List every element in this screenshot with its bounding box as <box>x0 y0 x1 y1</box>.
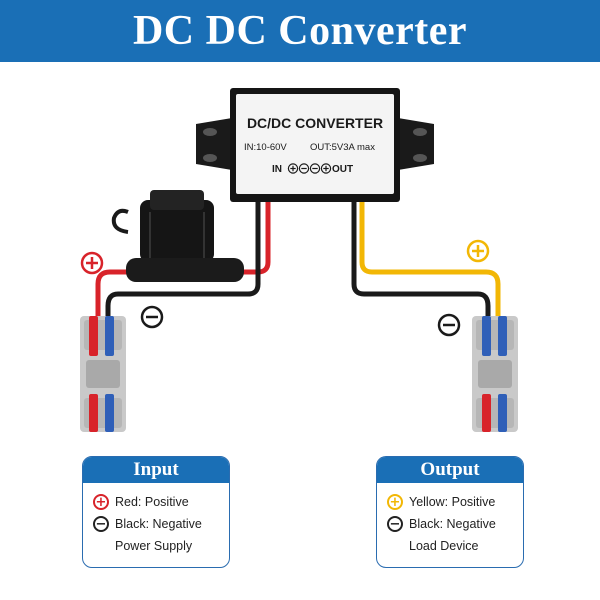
module-label-out: OUT <box>332 164 353 175</box>
output-line-negative: − Black: Negative <box>387 513 523 535</box>
output-plus-icon <box>466 239 490 263</box>
black-wire-output <box>351 199 491 323</box>
output-line-positive: + Yellow: Positive <box>387 491 523 513</box>
input-box-header: Input <box>83 457 229 483</box>
plus-circle-icon: + <box>387 494 403 510</box>
output-lever-connector <box>472 316 518 432</box>
black-wire-input <box>105 199 261 323</box>
input-line-device: Power Supply <box>115 539 193 553</box>
module-plus-out-icon <box>320 163 332 174</box>
wiring-diagram: DC/DC CONVERTER IN:10-60V OUT:5V3A max I… <box>80 88 518 432</box>
module-label-in: IN <box>272 164 282 175</box>
minus-circle-icon: − <box>93 516 109 532</box>
title-banner: DC DC Converter <box>0 0 600 62</box>
banner-title: DC DC Converter <box>132 8 468 54</box>
input-line-negative: − Black: Negative <box>93 513 229 535</box>
output-minus-icon <box>437 313 461 337</box>
output-info-box: Output + Yellow: Positive − Black: Negat… <box>376 456 524 568</box>
module-minus-in-icon <box>298 163 310 174</box>
input-line-positive: + Red: Positive <box>93 491 229 513</box>
output-line-device: Load Device <box>409 539 479 553</box>
module-spec-in: IN:10-60V <box>244 142 287 153</box>
module-plus-in-icon <box>287 163 299 174</box>
input-plus-icon <box>80 251 104 275</box>
input-info-box: Input + Red: Positive − Black: Negative … <box>82 456 230 568</box>
fuse-holder <box>111 190 244 282</box>
input-lever-connector <box>80 316 126 432</box>
input-minus-icon <box>140 305 164 329</box>
module-minus-out-icon <box>309 163 321 174</box>
module-spec-out: OUT:5V3A max <box>310 142 375 153</box>
yellow-wire <box>359 199 501 323</box>
module-title: DC/DC CONVERTER <box>247 115 383 131</box>
plus-circle-icon: + <box>93 494 109 510</box>
output-box-header: Output <box>377 457 523 483</box>
minus-circle-icon: − <box>387 516 403 532</box>
converter-module: DC/DC CONVERTER IN:10-60V OUT:5V3A max I… <box>196 88 434 202</box>
